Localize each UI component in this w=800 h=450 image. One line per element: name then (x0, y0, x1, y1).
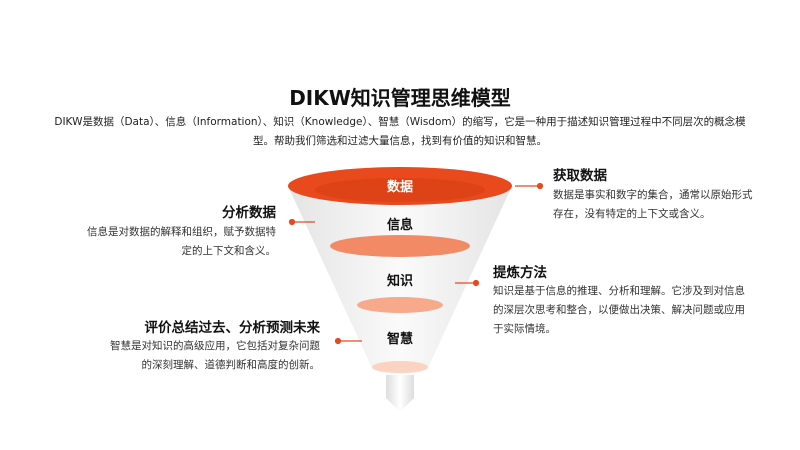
note-title-data: 获取数据 (553, 168, 607, 184)
level-ellipse-wisdom (372, 361, 428, 373)
note-desc-knowledge: 知识是基于信息的推理、分析和理解。它涉及到对信息的深层次思考和整合，以便做出决策… (493, 285, 745, 335)
level-label-data: 数据 (387, 179, 413, 195)
funnel-arrow (386, 375, 414, 412)
connector-dot (536, 182, 544, 190)
level-label-information: 信息 (387, 217, 413, 233)
level-ellipse-information (330, 235, 470, 257)
level-label-knowledge: 知识 (387, 273, 413, 289)
level-label-wisdom: 智慧 (387, 331, 413, 347)
note-desc-wisdom: 智慧是对知识的高级应用，它包括对复杂问题的深刻理解、道德判断和高度的创新。 (110, 340, 320, 371)
intro-text: DIKW是数据（Data）、信息（Information）、知识（Knowled… (54, 116, 746, 147)
connector-dot (472, 279, 480, 287)
connector-dot (334, 337, 342, 345)
note-title-information: 分析数据 (222, 205, 276, 221)
level-ellipse-knowledge (357, 297, 443, 313)
connector-dot (288, 218, 296, 226)
note-desc-information: 信息是对数据的解释和组织，赋予数据特定的上下文和含义。 (87, 226, 276, 257)
note-desc-data: 数据是事实和数字的集合，通常以原始形式存在，没有特定的上下文或含义。 (553, 189, 753, 220)
page-title: DIKW知识管理思维模型 (289, 86, 511, 110)
note-title-knowledge: 提炼方法 (493, 265, 547, 281)
funnel-cone (288, 186, 512, 374)
note-title-wisdom: 评价总结过去、分析预测未来 (144, 320, 321, 336)
